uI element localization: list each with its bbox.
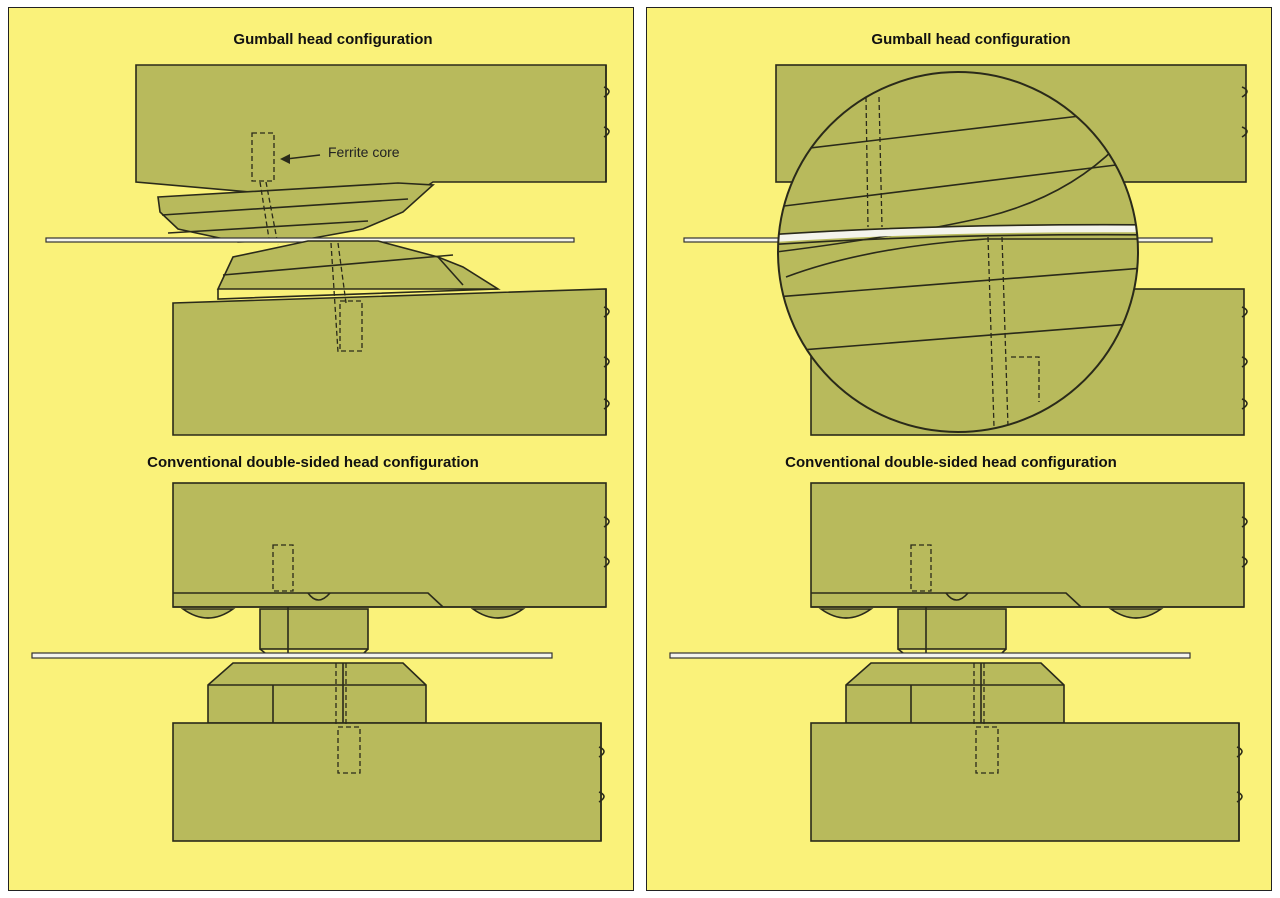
svg-text:Ferrite core: Ferrite core bbox=[328, 144, 400, 160]
ferrite-core-lower bbox=[339, 300, 363, 352]
gumball-lower-head bbox=[172, 240, 610, 436]
gumball-title: Gumball head configuration bbox=[233, 31, 432, 48]
ferrite-core-upper bbox=[251, 132, 275, 182]
magnifier-inset bbox=[777, 71, 1139, 433]
conventional-lower-head bbox=[172, 662, 605, 842]
ferrite-core-callout: Ferrite core bbox=[280, 144, 400, 164]
conventional-upper-head bbox=[810, 482, 1248, 658]
conventional-upper-head bbox=[172, 482, 610, 658]
panel-left-drawing: Gumball head configuration Ferrite core bbox=[8, 7, 634, 891]
gumball-upper-head bbox=[135, 64, 610, 246]
panel-left: Gumball head configuration Ferrite core bbox=[8, 7, 634, 891]
conventional-title: Conventional double-sided head configura… bbox=[785, 454, 1117, 471]
conventional-disk bbox=[31, 652, 553, 659]
conventional-disk bbox=[669, 652, 1191, 659]
gumball-title: Gumball head configuration bbox=[871, 31, 1070, 48]
conventional-title: Conventional double-sided head configura… bbox=[147, 454, 479, 471]
panel-right-drawing: Gumball head configuration bbox=[646, 7, 1272, 891]
panel-right: Gumball head configuration bbox=[646, 7, 1272, 891]
conventional-lower-head bbox=[810, 662, 1243, 842]
gumball-upper-slider bbox=[157, 182, 435, 243]
